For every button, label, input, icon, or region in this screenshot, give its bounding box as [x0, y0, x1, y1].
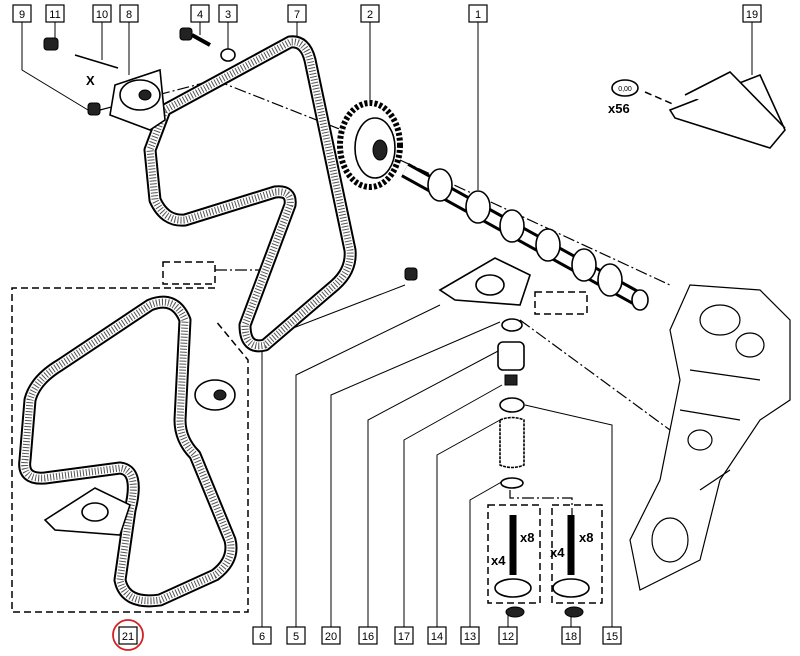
- callout-21[interactable]: 21: [122, 631, 134, 643]
- callout-box: [92, 4, 112, 23]
- callout-box: [602, 626, 622, 645]
- callout-box: [427, 626, 447, 645]
- callout-box: [119, 4, 139, 23]
- callout-box: [12, 4, 32, 23]
- callout-5[interactable]: 5: [293, 631, 299, 643]
- callout-box: [190, 4, 210, 23]
- callout-13[interactable]: 13: [464, 631, 476, 643]
- x-mark: X: [86, 73, 95, 88]
- shim-quantity: x56: [608, 101, 630, 116]
- callout-box: [460, 626, 480, 645]
- callout-labels-bottom: 6 5 20 16 17 14 13 12 18 15: [252, 626, 622, 645]
- camshaft-pulley-2: [337, 100, 403, 190]
- shim-box-19: [611, 71, 786, 149]
- intake-valve-box: [487, 504, 541, 604]
- callout-3[interactable]: 3: [225, 9, 231, 21]
- exhaust-valve-box: [551, 504, 603, 604]
- timing-belt-7: [143, 35, 357, 353]
- callout-box: [286, 626, 306, 645]
- kit-21-circle: [112, 619, 144, 651]
- callout-box: [358, 626, 378, 645]
- callout-19[interactable]: 19: [746, 9, 758, 21]
- tensioner-pulley-8: [109, 68, 166, 131]
- valves: [494, 515, 590, 618]
- callout-box: [252, 626, 272, 645]
- callout-10[interactable]: 10: [96, 9, 108, 21]
- tensioner-brackets: [43, 257, 531, 536]
- callout-box: [45, 4, 65, 23]
- callout-20[interactable]: 20: [325, 631, 337, 643]
- callout-box: [218, 4, 238, 23]
- callout-6[interactable]: 6: [259, 631, 265, 643]
- callout-2[interactable]: 2: [367, 9, 373, 21]
- callout-16[interactable]: 16: [362, 631, 374, 643]
- callout-box: [742, 4, 762, 23]
- callout-1[interactable]: 1: [475, 9, 481, 21]
- callout-11[interactable]: 11: [49, 9, 60, 21]
- intake-collet-quantity: x8: [520, 530, 534, 545]
- callout-8[interactable]: 8: [126, 9, 132, 21]
- callout-box: [360, 4, 380, 23]
- callout-box: [498, 626, 518, 645]
- exhaust-valve-quantity: x4: [550, 545, 565, 560]
- callout-7[interactable]: 7: [294, 9, 300, 21]
- kit-21-boundary: [11, 287, 249, 613]
- callout-box: [287, 4, 307, 23]
- intake-valve-quantity: x4: [491, 553, 506, 568]
- callout-18[interactable]: 18: [565, 631, 577, 643]
- callout-15[interactable]: 15: [606, 631, 618, 643]
- camshaft-1: [401, 162, 649, 311]
- valve-train-parts: [497, 318, 525, 489]
- callout-box: [468, 4, 488, 23]
- exhaust-collet-quantity: x8: [579, 530, 593, 545]
- callout-17[interactable]: 17: [398, 631, 410, 643]
- callout-labels-top: 9 11 10 8 4 3 7 2 1 19: [12, 4, 762, 23]
- reference-box-lower: [534, 291, 588, 315]
- callout-14[interactable]: 14: [431, 631, 443, 643]
- callout-box-21: [118, 626, 138, 645]
- callout-9[interactable]: 9: [19, 9, 25, 21]
- callout-4[interactable]: 4: [197, 9, 203, 21]
- callout-12[interactable]: 12: [502, 631, 514, 643]
- bolts-and-washers: [43, 27, 236, 116]
- callout-box: [321, 626, 341, 645]
- callout-box: [394, 626, 414, 645]
- reference-box-upper: [162, 261, 216, 285]
- cylinder-head-outline: [629, 284, 791, 591]
- shim-thickness-text: 0,00: [618, 86, 632, 93]
- timing-belt-kit: [18, 295, 238, 608]
- callout-box: [561, 626, 581, 645]
- leader-lines: [21, 22, 753, 627]
